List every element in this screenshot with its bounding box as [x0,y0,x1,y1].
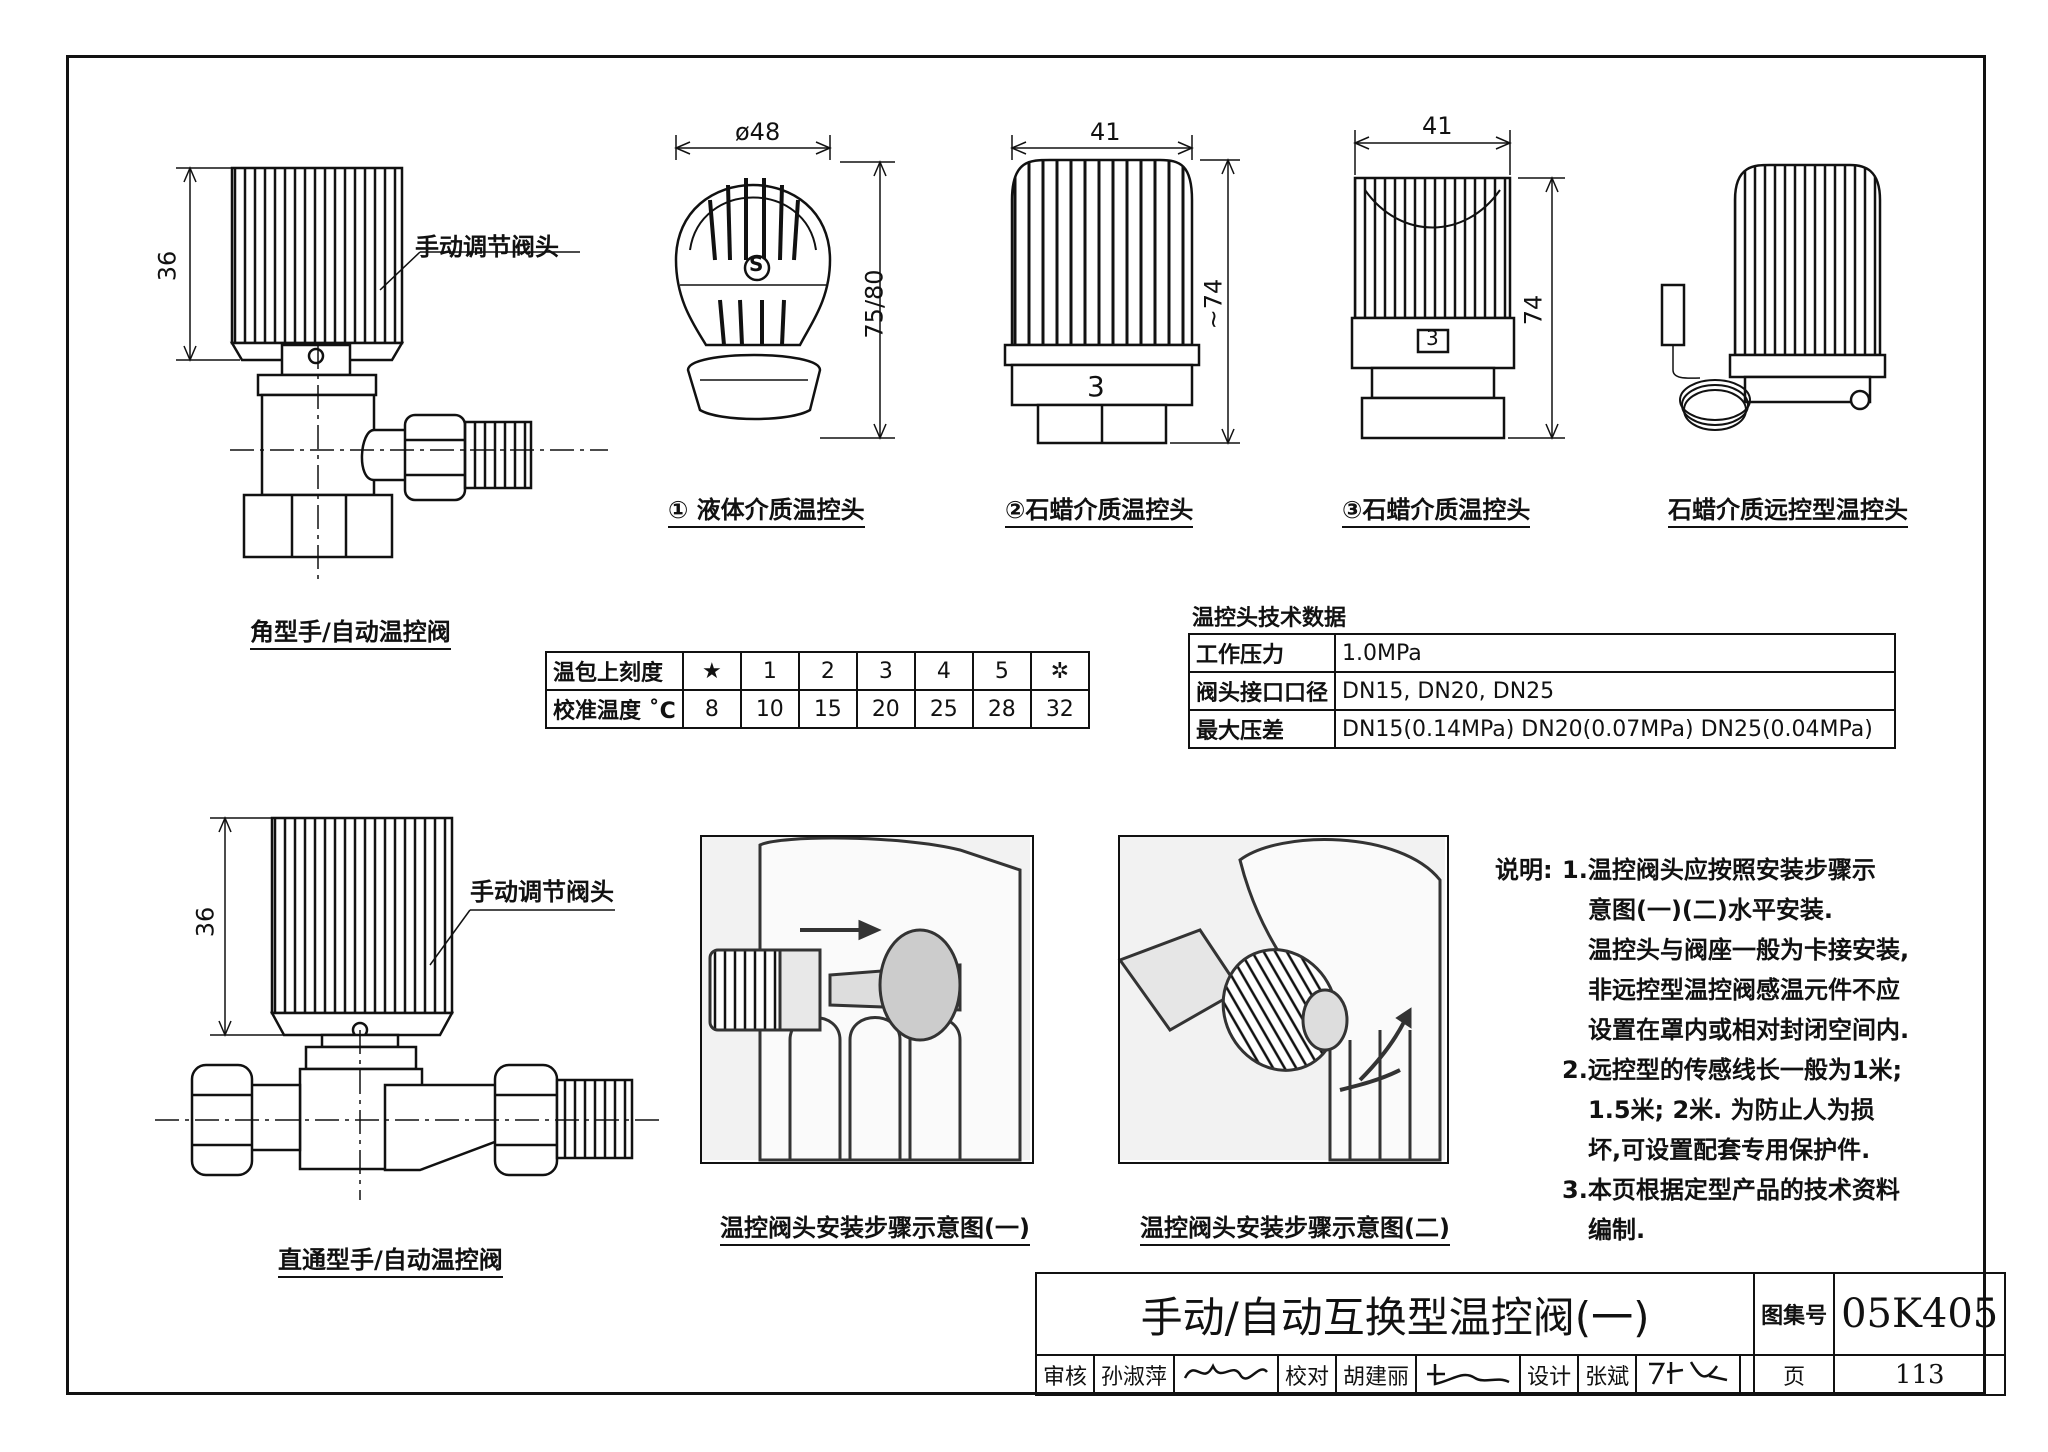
angle-valve-caption: 角型手/自动温控阀 [250,612,451,650]
checker-name: 胡建丽 [1335,1354,1418,1396]
scale-row: 温包上刻度 ★ 1 2 3 4 5 ✲ [545,651,1090,691]
designer-signature [1635,1354,1742,1396]
note-line: 1.5米; 2米. 为防止人为损 [1588,1096,1875,1124]
note-line: 3.本页根据定型产品的技术资料 [1562,1176,1900,1204]
straight-valve-drawing [155,816,660,1200]
title-block: 手动/自动互换型温控阀(一) 图集号 05K405 审核 孙淑萍 校对 胡建丽 … [1034,1272,2007,1396]
temp-row: 校准温度 ˚C 8 10 15 20 25 28 32 [545,689,1090,729]
head1-drawing [674,135,895,440]
tech-key: 最大压差 [1187,709,1337,749]
head2-width-dim: 41 [1090,118,1121,146]
head2-number: 3 [1087,370,1105,403]
handle-label-top: 手动调节阀头 [415,233,559,261]
head4-drawing [1660,163,1887,431]
temp-cell: 10 [739,689,800,729]
tech-row: 工作压力 1.0MPa [1187,633,1896,673]
head1-height-dim: 75/80 [860,269,889,339]
drawing-title: 手动/自动互换型温控阀(一) [1034,1272,1756,1356]
scale-row-label: 温包上刻度 [545,651,684,691]
install-photo-2 [1118,835,1449,1164]
designer-name: 张斌 [1577,1354,1638,1396]
temp-cell: 25 [913,689,974,729]
tech-table-title: 温控头技术数据 [1192,600,1347,635]
scale-cell: 5 [971,651,1032,691]
atlas-no: 05K405 [1833,1272,2007,1356]
note-line: 温控头与阀座一般为卡接安装, [1588,936,1910,964]
note-line: 设置在罩内或相对封闭空间内. [1588,1016,1910,1044]
review-label: 审核 [1034,1354,1096,1396]
install-caption-1: 温控阀头安装步骤示意图(一) [720,1208,1030,1246]
head3-caption: ③石蜡介质温控头 [1342,490,1531,528]
tech-value: DN15, DN20, DN25 [1334,671,1896,711]
install-photo-1 [700,835,1034,1164]
head3-width-dim: 41 [1422,112,1453,140]
design-label: 设计 [1519,1354,1580,1396]
angle-valve-dim: 36 [153,250,182,282]
temp-cell: 8 [681,689,742,729]
head3-drawing [1350,130,1565,440]
tech-key: 工作压力 [1187,633,1337,673]
scale-cell: ★ [681,651,742,691]
tech-value: 1.0MPa [1334,633,1896,673]
note-line: 1.温控阀头应按照安装步骤示 [1562,856,1876,884]
head2-drawing [1003,135,1240,445]
handle-label-bottom: 手动调节阀头 [470,878,614,906]
page-label: 页 [1753,1354,1836,1396]
atlas-no-label: 图集号 [1753,1272,1836,1356]
head2-caption: ②石蜡介质温控头 [1005,490,1194,528]
note-line: 意图(一)(二)水平安装. [1588,896,1833,924]
page-number: 113 [1833,1354,2007,1396]
drawing-frame [66,55,1986,1395]
straight-valve-dim: 36 [191,906,220,938]
head2-height-dim: ~74 [1199,278,1228,330]
reviewer-signature [1173,1354,1280,1396]
scale-cell: 3 [855,651,916,691]
install-photo-1-sketch [700,835,1030,1162]
head1-width-dim: ø48 [735,118,781,146]
install-caption-2: 温控阀头安装步骤示意图(二) [1140,1208,1450,1246]
temp-cell: 28 [971,689,1032,729]
angle-valve-drawing [176,166,608,580]
temp-cell: 32 [1029,689,1090,729]
note-line: 编制. [1588,1216,1646,1244]
scale-cell: 1 [739,651,800,691]
head1-logo: S [749,252,764,276]
note-line: 2.远控型的传感线长一般为1米; [1562,1056,1903,1084]
scale-cell: 4 [913,651,974,691]
notes-prefix: 说明: [1495,856,1553,884]
note-line: 非远控型温控阀感温元件不应 [1588,976,1900,1004]
head3-number: 3 [1426,326,1439,350]
tech-table: 工作压力 1.0MPa 阀头接口口径 DN15, DN20, DN25 最大压差… [1187,633,1896,749]
head1-caption: ① 液体介质温控头 [668,490,865,528]
spacer [1739,1354,1756,1396]
note-line: 坏,可设置配套专用保护件. [1588,1136,1871,1164]
tech-key: 阀头接口口径 [1187,671,1337,711]
reviewer-name: 孙淑萍 [1093,1354,1176,1396]
temp-cell: 15 [797,689,858,729]
tech-row: 阀头接口口径 DN15, DN20, DN25 [1187,671,1896,711]
scale-cell: 2 [797,651,858,691]
head3-height-dim: 74 [1519,294,1548,326]
tech-value: DN15(0.14MPa) DN20(0.07MPa) DN25(0.04MPa… [1334,709,1896,749]
install-photo-2-sketch [1117,835,1445,1162]
checker-signature [1415,1354,1522,1396]
scale-cell: ✲ [1029,651,1090,691]
tech-row: 最大压差 DN15(0.14MPa) DN20(0.07MPa) DN25(0.… [1187,709,1896,749]
calibration-table: 温包上刻度 ★ 1 2 3 4 5 ✲ 校准温度 ˚C 8 10 15 20 2… [545,651,1090,729]
head4-caption: 石蜡介质远控型温控头 [1668,490,1908,528]
straight-valve-caption: 直通型手/自动温控阀 [278,1240,503,1278]
temp-row-label: 校准温度 ˚C [545,689,684,729]
temp-cell: 20 [855,689,916,729]
check-label: 校对 [1277,1354,1338,1396]
